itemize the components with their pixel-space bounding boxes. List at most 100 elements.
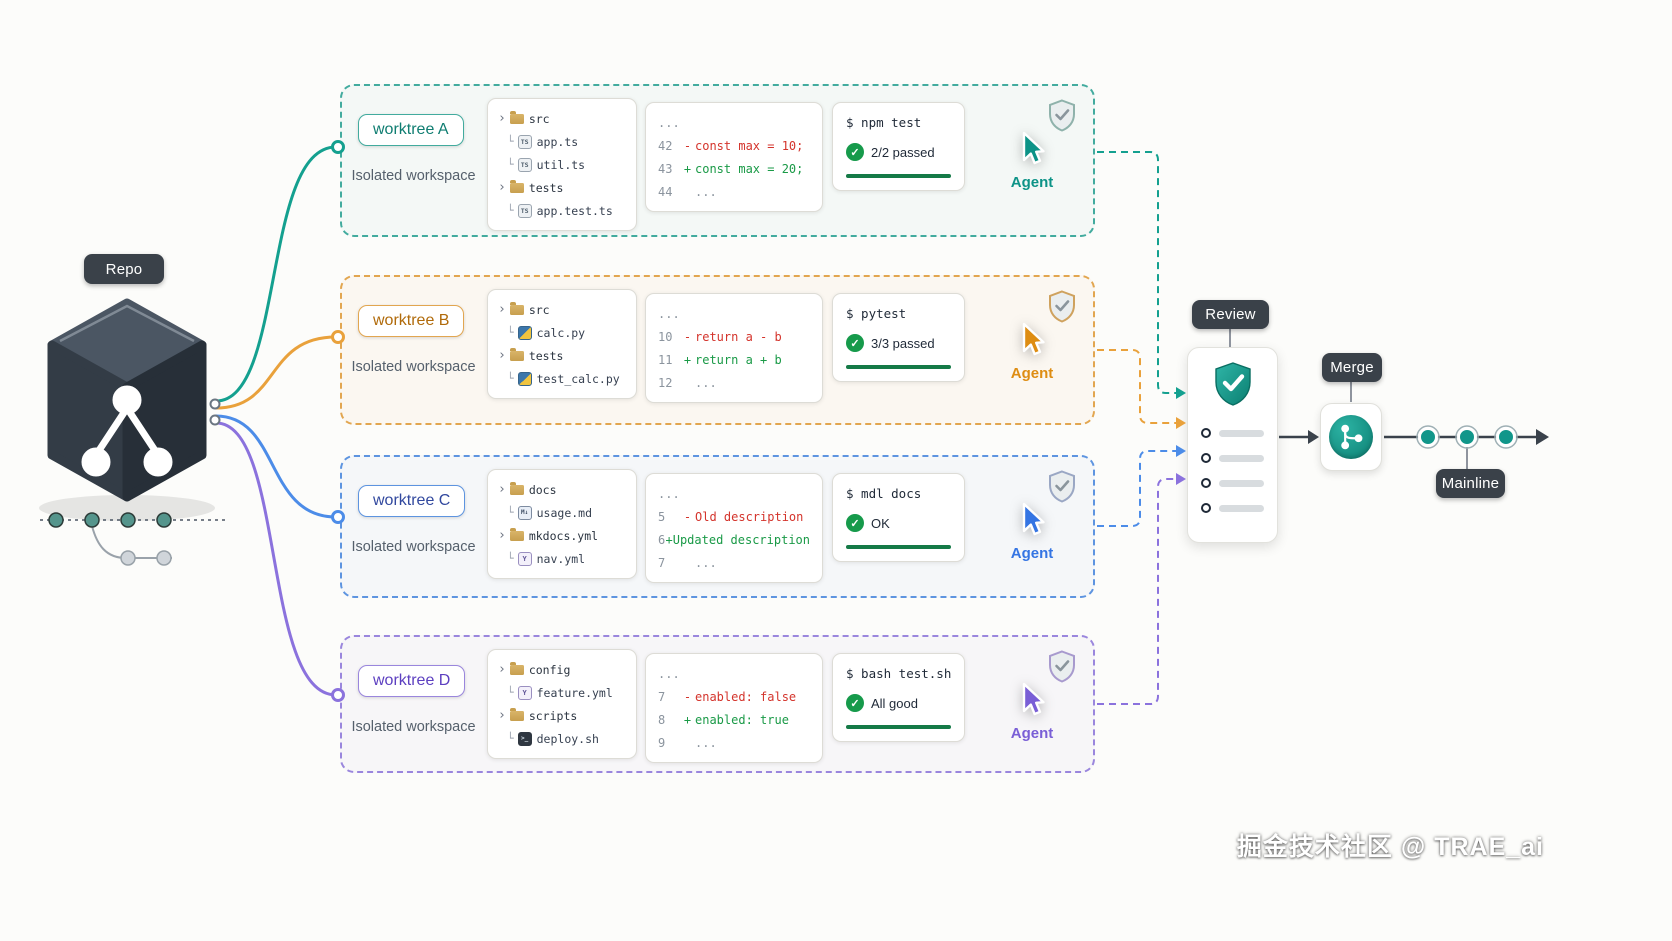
arrowhead-c bbox=[1176, 445, 1186, 457]
review-checklist-item bbox=[1188, 503, 1277, 513]
worktree-a-badge: worktree A bbox=[358, 114, 464, 146]
ts-icon bbox=[517, 157, 532, 172]
worktree-c-badge: worktree C bbox=[358, 485, 466, 517]
tree-file-row: └ calc.py bbox=[498, 321, 626, 344]
worktree-panel-a: worktree A Isolated workspace › src └ ap… bbox=[340, 84, 1095, 237]
review-flow-d bbox=[1097, 478, 1176, 705]
ts-icon bbox=[517, 134, 532, 149]
agent-label: Agent bbox=[1010, 545, 1054, 562]
folder-icon bbox=[509, 661, 524, 675]
review-shield-check-icon bbox=[1214, 362, 1251, 406]
yaml-icon bbox=[517, 685, 532, 700]
status-dot-blue bbox=[1201, 478, 1211, 488]
review-flow-c bbox=[1097, 450, 1176, 527]
worktree-c-diff: ... 5-Old description 6+Updated descript… bbox=[645, 473, 823, 583]
ts-icon bbox=[517, 203, 532, 218]
worktree-d-test-card: $ bash test.sh ✓ All good bbox=[832, 653, 965, 742]
folder-name: tests bbox=[528, 348, 564, 363]
tree-file-row: └ util.ts bbox=[498, 153, 626, 176]
mainline-badge: Mainline bbox=[1436, 469, 1505, 498]
worktree-b-agent: Agent bbox=[992, 321, 1072, 382]
tree-branch-icon: └ bbox=[507, 506, 514, 519]
tree-branch-icon: └ bbox=[507, 204, 514, 217]
repo-cube-icon bbox=[47, 298, 207, 502]
python-icon bbox=[517, 371, 532, 386]
diff-line-added: 6+Updated description bbox=[658, 532, 810, 547]
review-to-merge-arrowhead bbox=[1308, 430, 1319, 444]
checklist-bar bbox=[1219, 454, 1264, 462]
worktree-c-subtitle: Isolated workspace bbox=[351, 539, 476, 555]
merge-card bbox=[1320, 403, 1382, 471]
agent-label: Agent bbox=[1010, 365, 1054, 382]
watermark: 掘金技术社区 @ TRAE_ai bbox=[1236, 833, 1544, 861]
shield-check-icon bbox=[1049, 99, 1075, 132]
tree-folder-row: › mkdocs.yml bbox=[498, 524, 626, 547]
review-checklist-item bbox=[1188, 428, 1277, 438]
tree-folder-row: › docs bbox=[498, 478, 626, 501]
worktree-c-test-card: $ mdl docs ✓ OK bbox=[832, 473, 965, 562]
tree-file-row: └ test_calc.py bbox=[498, 367, 626, 390]
git-merge-icon bbox=[1341, 424, 1363, 450]
git-branch-icon bbox=[81, 385, 173, 477]
worktree-d-badge: worktree D bbox=[358, 665, 466, 697]
branch-connector-c bbox=[214, 414, 338, 519]
repo-port-node bbox=[209, 414, 221, 426]
checklist-bar bbox=[1219, 479, 1264, 487]
chevron-right-icon: › bbox=[498, 302, 506, 317]
file-name: app.ts bbox=[536, 134, 579, 149]
mainline-commit-dots bbox=[1416, 425, 1518, 449]
worktree-panel-b: worktree B Isolated workspace › src └ ca… bbox=[340, 275, 1095, 425]
test-status: All good bbox=[871, 695, 918, 711]
worktree-d-file-tree: › config └ feature.yml › scripts └ deplo… bbox=[487, 649, 637, 759]
worktree-a-test-card: $ npm test ✓ 2/2 passed bbox=[832, 102, 965, 191]
test-result: ✓ 2/2 passed bbox=[846, 143, 951, 161]
chevron-right-icon: › bbox=[498, 708, 506, 723]
arrowhead-d bbox=[1176, 473, 1186, 485]
worktree-panel-c: worktree C Isolated workspace › docs └ u… bbox=[340, 455, 1095, 598]
tree-file-row: └ usage.md bbox=[498, 501, 626, 524]
python-icon bbox=[517, 325, 532, 340]
file-name: app.test.ts bbox=[536, 203, 613, 218]
tree-branch-icon: └ bbox=[507, 158, 514, 171]
agent-label: Agent bbox=[1010, 174, 1054, 191]
mainline-arrowhead bbox=[1536, 429, 1549, 445]
review-checklist-item bbox=[1188, 478, 1277, 488]
tree-file-row: └ feature.yml bbox=[498, 681, 626, 704]
yaml-icon bbox=[517, 551, 532, 566]
review-checklist-item bbox=[1188, 453, 1277, 463]
repo-port-node bbox=[209, 398, 221, 410]
branch-connector-b bbox=[214, 335, 338, 410]
test-status: OK bbox=[871, 515, 890, 531]
diff-line: 9... bbox=[658, 735, 717, 750]
tree-branch-icon: └ bbox=[507, 686, 514, 699]
arrowhead-a bbox=[1176, 387, 1186, 399]
test-status: 3/3 passed bbox=[871, 335, 935, 351]
tree-branch-icon: └ bbox=[507, 732, 514, 745]
diff-line-added: 8+enabled: true bbox=[658, 712, 789, 727]
review-card bbox=[1187, 347, 1278, 543]
file-name: util.ts bbox=[536, 157, 586, 172]
diff-line-removed: 10-return a - b bbox=[658, 329, 782, 344]
diff-line-removed: 42-const max = 10; bbox=[658, 138, 804, 153]
folder-icon bbox=[509, 110, 524, 124]
shield-check-icon bbox=[1049, 650, 1075, 683]
worktree-d-subtitle: Isolated workspace bbox=[351, 719, 476, 735]
folder-icon bbox=[509, 347, 524, 361]
test-command: $ pytest bbox=[846, 306, 907, 321]
test-result: ✓ OK bbox=[846, 514, 951, 532]
worktree-a-subtitle: Isolated workspace bbox=[351, 168, 476, 184]
folder-icon bbox=[509, 481, 524, 495]
tree-branch-icon: └ bbox=[507, 326, 514, 339]
diff-line: 44... bbox=[658, 184, 717, 199]
folder-name: src bbox=[528, 302, 550, 317]
status-dot-teal bbox=[1201, 428, 1211, 438]
worktree-b-subtitle: Isolated workspace bbox=[351, 359, 476, 375]
folder-name: scripts bbox=[528, 708, 578, 723]
chevron-right-icon: › bbox=[498, 111, 506, 126]
cursor-icon bbox=[1022, 322, 1045, 356]
file-name: calc.py bbox=[536, 325, 586, 340]
test-status: 2/2 passed bbox=[871, 144, 935, 160]
folder-icon bbox=[509, 527, 524, 541]
worktree-c-file-tree: › docs └ usage.md › mkdocs.yml └ nav.yml bbox=[487, 469, 637, 579]
branch-connector-d bbox=[214, 421, 338, 697]
